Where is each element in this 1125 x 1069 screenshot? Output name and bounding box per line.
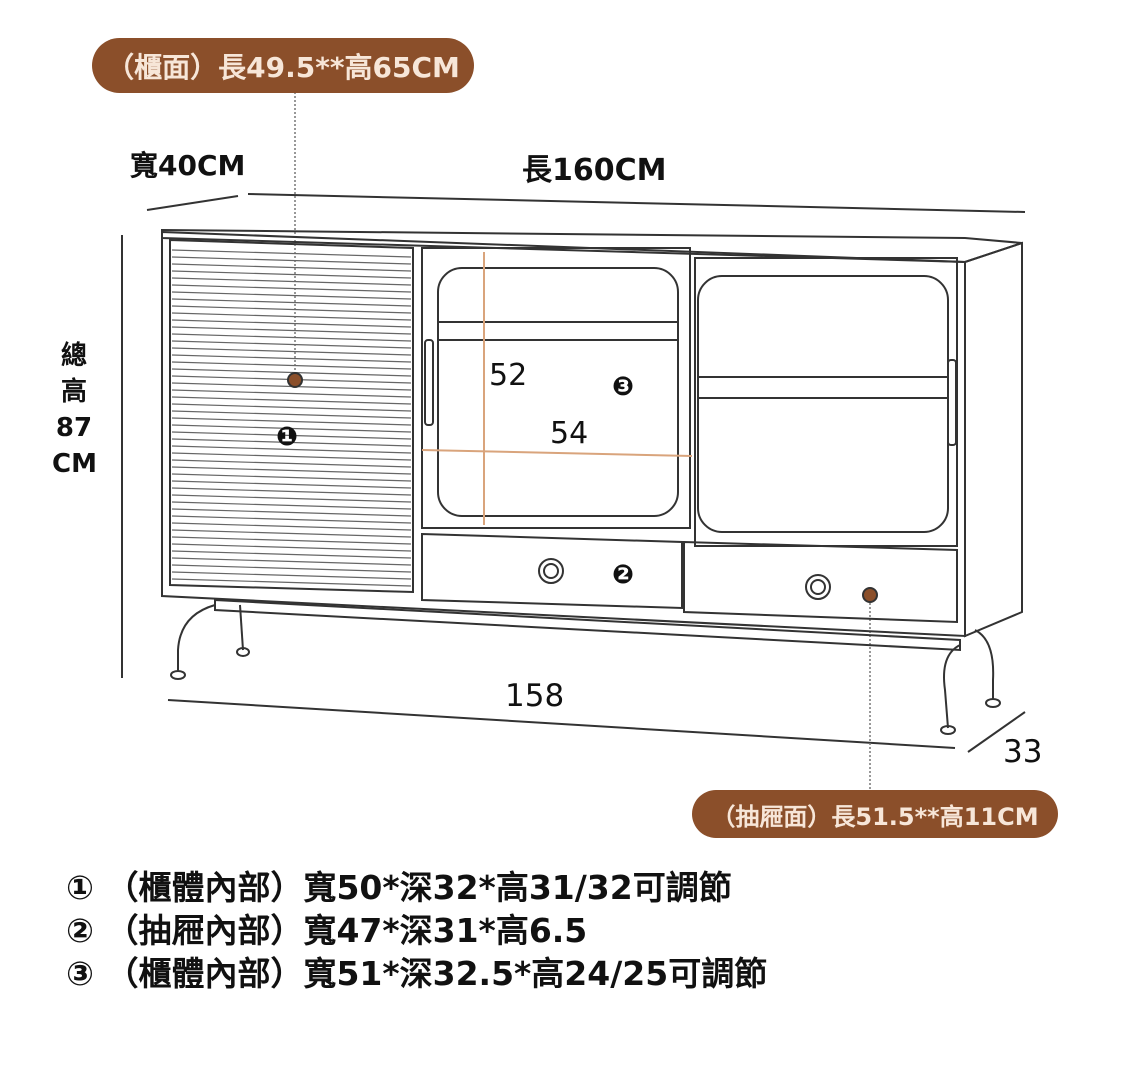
total-height-char: 高 xyxy=(60,377,87,407)
flute-line xyxy=(171,319,412,328)
base-dimension-line xyxy=(167,699,956,749)
total-height-value: 87 xyxy=(55,413,93,443)
flute-line xyxy=(171,270,412,279)
flute-line xyxy=(171,564,412,573)
flute-line xyxy=(171,459,412,468)
flute-line xyxy=(171,438,412,447)
flute-line xyxy=(171,368,412,377)
cabinet-side xyxy=(964,241,1023,638)
flute-line xyxy=(171,347,412,356)
flute-line xyxy=(171,536,412,545)
legend-item: ② （抽屜內部）寬47*深31*高6.5 xyxy=(66,909,767,952)
total-height-char: 總 xyxy=(60,341,87,371)
flute-line xyxy=(171,529,412,538)
marker-3: ❸ xyxy=(612,372,635,402)
total-height-unit: CM xyxy=(52,449,97,479)
glass-door-right xyxy=(694,257,958,547)
flute-line xyxy=(171,452,412,461)
marker-2: ❷ xyxy=(612,560,635,590)
flute-line xyxy=(171,298,412,307)
drawer-left xyxy=(421,532,683,610)
legend-number: ① xyxy=(66,868,94,907)
legend-text: （抽屜內部）寬47*深31*高6.5 xyxy=(105,911,588,950)
base-length-label: 158 xyxy=(505,678,565,714)
fluted-door xyxy=(169,238,414,594)
flute-line xyxy=(171,473,412,482)
flute-line xyxy=(171,263,412,272)
flute-line xyxy=(171,543,412,552)
flute-line xyxy=(171,424,412,433)
flute-line xyxy=(171,312,412,321)
metal-base xyxy=(170,598,1001,735)
flute-line xyxy=(171,340,412,349)
flute-line xyxy=(171,494,412,503)
length-dimension-line xyxy=(247,193,1026,213)
flute-line xyxy=(171,389,412,398)
flute-line xyxy=(171,333,412,342)
width-label: 寬40CM xyxy=(130,149,246,182)
inner-width-guide xyxy=(421,449,693,457)
legend-number: ③ xyxy=(66,954,94,993)
flute-line xyxy=(171,291,412,300)
flute-line xyxy=(171,501,412,510)
cabinet-door-callout: （櫃面）長49.5**高65CM xyxy=(92,38,474,93)
legend-number: ② xyxy=(66,911,94,950)
flute-line xyxy=(171,480,412,489)
inner-height-label: 52 xyxy=(489,358,528,393)
flute-line xyxy=(171,522,412,531)
flute-line xyxy=(171,326,412,335)
depth-dimension-line xyxy=(967,711,1026,753)
flute-line xyxy=(171,256,412,265)
marker-1: ❶ xyxy=(276,422,299,452)
inner-width-label: 54 xyxy=(550,416,589,451)
flute-line xyxy=(171,284,412,293)
legend-text: （櫃體內部）寬50*深32*高31/32可調節 xyxy=(105,868,732,907)
total-height-label: 總 高 87 CM xyxy=(52,338,97,482)
drawer-face-callout: （抽屜面）長51.5**高11CM xyxy=(692,790,1058,838)
flute-line xyxy=(171,466,412,475)
length-label: 長160CM xyxy=(522,153,667,188)
drawer-right xyxy=(683,540,958,624)
flute-line xyxy=(171,277,412,286)
width-dimension-line xyxy=(146,195,239,211)
flute-line xyxy=(171,410,412,419)
flute-line xyxy=(171,508,412,517)
depth-label: 33 xyxy=(1003,734,1043,770)
flute-line xyxy=(171,417,412,426)
flute-line xyxy=(171,557,412,566)
flute-line xyxy=(171,249,412,258)
flute-line xyxy=(171,578,412,587)
legend: ① （櫃體內部）寬50*深32*高31/32可調節 ② （抽屜內部）寬47*深3… xyxy=(66,866,767,995)
flute-line xyxy=(171,396,412,405)
legend-text: （櫃體內部）寬51*深32.5*高24/25可調節 xyxy=(105,954,768,993)
flute-line xyxy=(171,361,412,370)
flute-line xyxy=(171,487,412,496)
door-knob-dot xyxy=(287,372,303,388)
legend-item: ③ （櫃體內部）寬51*深32.5*高24/25可調節 xyxy=(66,952,767,995)
flute-line xyxy=(171,431,412,440)
glass-door-middle xyxy=(421,247,691,529)
flute-line xyxy=(171,305,412,314)
flute-line xyxy=(171,445,412,454)
flute-line xyxy=(171,550,412,559)
flute-line xyxy=(171,571,412,580)
legend-item: ① （櫃體內部）寬50*深32*高31/32可調節 xyxy=(66,866,767,909)
flute-line xyxy=(171,515,412,524)
flute-line xyxy=(171,354,412,363)
drawer-knob-dot xyxy=(862,587,878,603)
flute-line xyxy=(171,403,412,412)
